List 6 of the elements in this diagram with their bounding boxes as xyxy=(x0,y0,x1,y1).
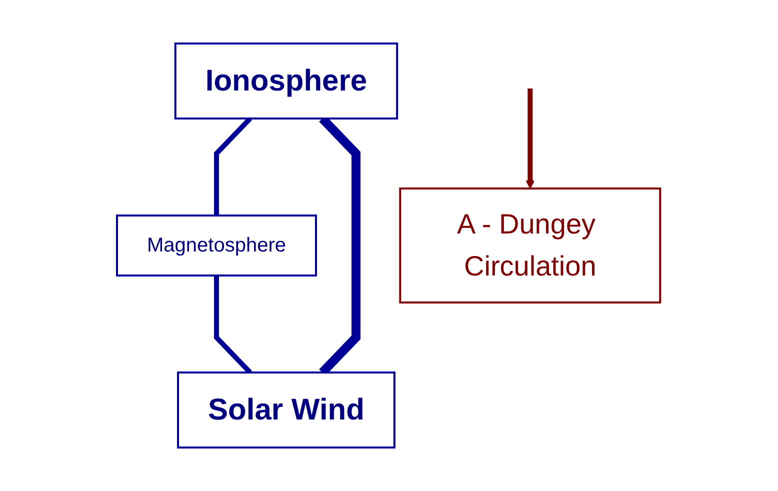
node-box: Solar Wind xyxy=(177,372,396,448)
node-box: A - Dungey Circulation xyxy=(400,188,662,304)
node-box: Magnetosphere xyxy=(116,214,318,276)
arrow xyxy=(526,88,535,189)
connector xyxy=(214,276,252,374)
node-box: Ionosphere xyxy=(174,42,398,120)
